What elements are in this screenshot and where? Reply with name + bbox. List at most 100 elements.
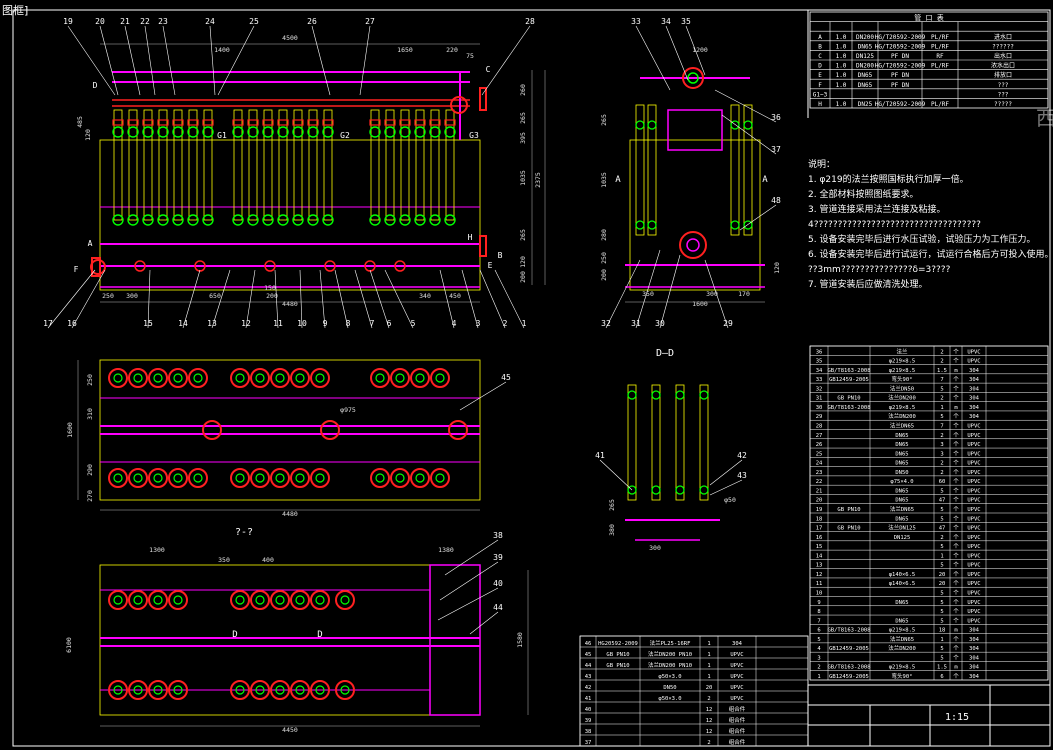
dimension-value: 4450 <box>282 726 298 734</box>
pipe-table-cell: DN200 <box>856 63 874 70</box>
balloon-number: 41 <box>595 451 605 460</box>
membrane-column <box>113 109 123 221</box>
parts-bottom-cell: 39 <box>585 718 592 724</box>
port-label-f: F <box>74 265 79 274</box>
balloon-number: 25 <box>249 17 259 26</box>
plan-column-top <box>168 368 188 388</box>
low-column-top <box>335 590 355 610</box>
notes-line: 6. 设备安装完毕后进行试运行，试运行合格后方可投入使用。 <box>808 250 1053 260</box>
dd-lower-valve <box>699 485 709 495</box>
parts-cell: DN65 <box>895 600 908 606</box>
column-flange <box>292 119 304 126</box>
parts-cell: 10 <box>816 591 823 597</box>
parts-cell: 法兰DN65 <box>890 422 914 430</box>
parts-cell: 个 <box>953 487 959 494</box>
parts-cell: 法兰DN125 <box>888 524 916 532</box>
parts-cell: 13 <box>816 563 823 569</box>
low-column-row-bottom <box>108 680 355 700</box>
column-flange <box>399 119 411 126</box>
pipe-table-cell: F <box>818 82 822 89</box>
side-feed-pump <box>679 231 707 259</box>
low-column-top <box>168 590 188 610</box>
dimension-value: 450 <box>449 292 461 300</box>
leader-line <box>714 89 777 123</box>
membrane-column <box>400 109 410 221</box>
balloon-number: 48 <box>771 196 781 205</box>
parts-bottom-cell: GB PN10 <box>606 663 629 669</box>
parts-cell: 5 <box>940 516 943 522</box>
notes-line: 1. φ219的法兰按照国标执行加厚一倍。 <box>808 175 969 185</box>
drain-valve <box>264 260 276 272</box>
parts-cell: 法兰DN65 <box>890 505 914 513</box>
parts-bottom-cell: 41 <box>585 696 592 702</box>
parts-cell: 5 <box>940 591 943 597</box>
pipe-table-cell: PL/RF <box>931 101 949 108</box>
low-column-top <box>270 590 290 610</box>
leader-line <box>147 269 151 329</box>
pipe-table-cell: ?????? <box>992 43 1014 50</box>
dimension-value: 350 <box>218 556 230 564</box>
parts-cell: 47 <box>939 526 946 532</box>
dimension-value: 310 <box>86 408 94 420</box>
parts-cell: 30 <box>816 405 823 411</box>
pipe-table-cell: PF DN <box>891 53 909 60</box>
low-column-top <box>230 590 250 610</box>
low-column-top <box>128 590 148 610</box>
membrane-column <box>278 109 288 221</box>
upper-valve <box>157 126 169 138</box>
pipe-table-cell: C <box>818 53 822 60</box>
parts-cell: UPVC <box>967 526 980 532</box>
parts-cell: m <box>954 405 958 411</box>
balloon-number: 29 <box>723 319 733 328</box>
lower-valve <box>277 214 289 226</box>
parts-cell: 个 <box>953 506 959 513</box>
lower-valve <box>369 214 381 226</box>
low-valve-bottom <box>275 685 285 695</box>
parts-cell: UPVC <box>967 479 980 485</box>
parts-cell: 15 <box>816 544 823 550</box>
plan-valve-bottom <box>435 473 445 483</box>
parts-cell: UPVC <box>967 544 980 550</box>
leader-line <box>182 269 201 329</box>
parts-cell: m <box>954 628 958 634</box>
pipe-table-cell: RF <box>936 53 944 60</box>
parts-cell: UPVC <box>967 618 980 624</box>
side-upper-valve <box>647 120 657 130</box>
balloon-number: 19 <box>63 17 73 26</box>
parts-cell: 304 <box>969 405 980 411</box>
membrane-column <box>128 109 138 221</box>
parts-cell: 2 <box>940 470 943 476</box>
leader-line <box>494 269 525 329</box>
parts-cell: 个 <box>953 432 959 439</box>
low-column-top <box>108 590 128 610</box>
parts-cell: 6 <box>817 628 820 634</box>
membrane-columns-side <box>635 104 753 236</box>
upper-valve <box>292 126 304 138</box>
upper-valve <box>127 126 139 138</box>
balloon-number: 3 <box>476 319 481 328</box>
dd-upper-valve <box>627 390 637 400</box>
parts-cell: 12 <box>816 572 823 578</box>
low-column-bottom <box>108 680 128 700</box>
parts-cell: UPVC <box>967 359 980 365</box>
section-label-pp: ?-? <box>235 527 253 538</box>
lower-valve <box>142 214 154 226</box>
pipe-table-cell: 1.0 <box>836 34 847 41</box>
balloon-number: 28 <box>525 17 535 26</box>
parts-cell: 个 <box>953 534 959 541</box>
dimension-value: 170 <box>738 290 750 298</box>
parts-cell: 32 <box>816 386 823 392</box>
leader-line <box>162 25 176 96</box>
flange-c <box>479 87 487 111</box>
balloon-number: 13 <box>207 319 217 328</box>
pipe-table-cell: E <box>818 72 822 79</box>
side-header-flange <box>682 67 704 89</box>
parts-cell: 304 <box>969 386 980 392</box>
membrane-column <box>173 109 183 221</box>
low-valve-top <box>133 595 143 605</box>
parts-cell: φ219×8.5 <box>889 665 916 671</box>
lower-valve <box>232 214 244 226</box>
leader-line <box>47 269 96 329</box>
plan-column-bottom <box>370 468 390 488</box>
dd-column <box>675 384 685 501</box>
